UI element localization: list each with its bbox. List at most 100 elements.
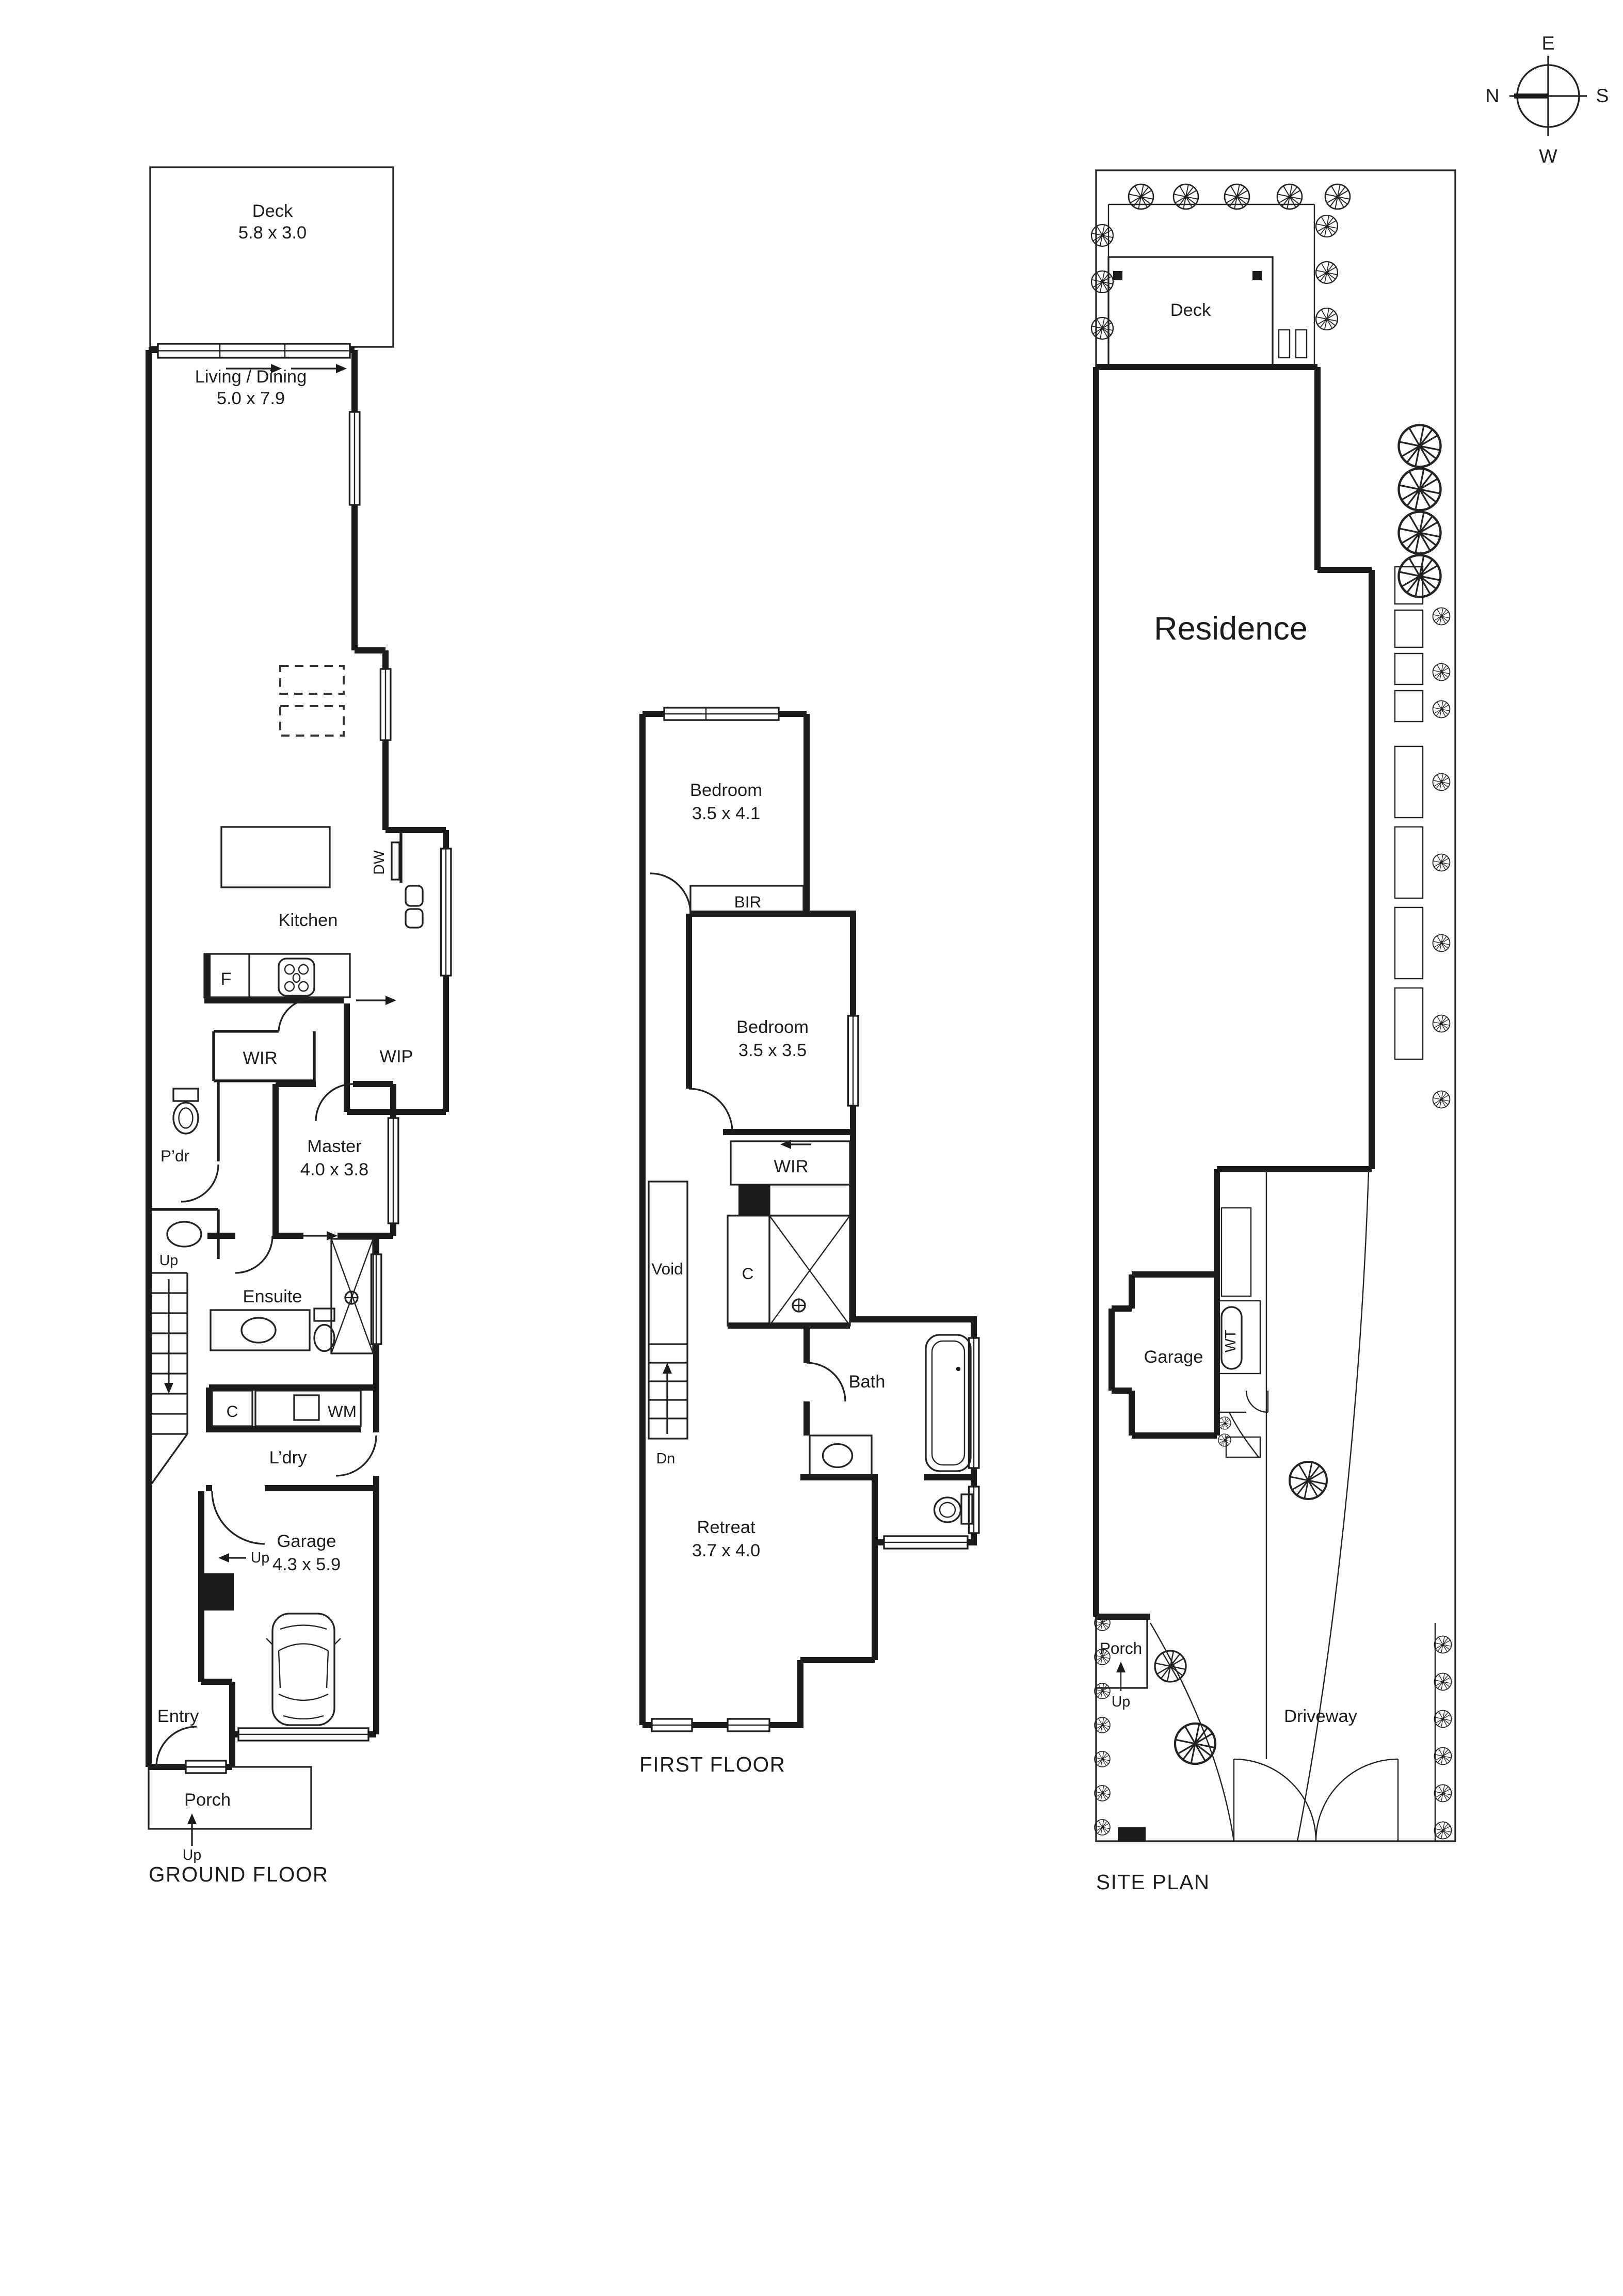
ground-garage-up-label: Up bbox=[251, 1550, 269, 1566]
first-windows bbox=[651, 707, 980, 1732]
basin-icon bbox=[822, 1443, 854, 1469]
ground-fridge-label: F bbox=[220, 969, 231, 989]
site-porch-up-label: Up bbox=[1112, 1694, 1130, 1710]
hall-arrow bbox=[780, 1139, 811, 1149]
ground-floor-title: GROUND FLOOR bbox=[149, 1862, 329, 1886]
ground-ensuite: Ensuite bbox=[210, 1235, 374, 1354]
tree-icon bbox=[1399, 512, 1440, 553]
first-c-label: C bbox=[742, 1264, 754, 1283]
ground-living-dim: 5.0 x 7.9 bbox=[217, 389, 285, 408]
site-boundary bbox=[1095, 169, 1456, 1842]
bedroom2-door bbox=[688, 1088, 733, 1132]
tree-icon bbox=[1432, 663, 1451, 681]
first-floor-plan: Bedroom 3.5 x 4.1 BIR Bedroom 3.5 x 3.5 … bbox=[639, 707, 980, 1776]
master-to-ensuite-arrow bbox=[300, 1231, 338, 1240]
bath-door bbox=[806, 1362, 846, 1401]
ground-ldry-label: L’dry bbox=[269, 1448, 308, 1468]
tree-icon bbox=[1432, 1014, 1451, 1033]
tree-icon bbox=[1315, 261, 1339, 284]
ground-dw-label: DW bbox=[371, 850, 388, 875]
compass-west: W bbox=[1539, 145, 1557, 167]
first-bedroom2-label: Bedroom bbox=[736, 1017, 809, 1037]
ground-deck-dim: 5.8 x 3.0 bbox=[238, 223, 307, 243]
kitchen-bench bbox=[203, 953, 351, 998]
bathtub-icon bbox=[925, 1334, 972, 1472]
ground-floor-plan: Deck 5.8 x 3.0 bbox=[145, 166, 452, 1886]
first-bath: Bath bbox=[806, 1334, 973, 1525]
ground-deck-slider bbox=[157, 343, 351, 373]
toilet-icon bbox=[933, 1496, 962, 1523]
dashed-furniture-2 bbox=[279, 705, 345, 737]
first-retreat-dim: 3.7 x 4.0 bbox=[692, 1541, 760, 1560]
dishwasher bbox=[391, 841, 400, 881]
flue-pier bbox=[738, 1184, 769, 1216]
tree-icon bbox=[1434, 1710, 1452, 1728]
first-bir-label: BIR bbox=[734, 892, 761, 911]
first-walls bbox=[639, 710, 977, 1728]
tree-icon bbox=[1399, 425, 1440, 467]
tree-icon bbox=[1432, 853, 1451, 872]
tree-icon bbox=[1399, 468, 1440, 510]
site-plan: Deck Residence Garage WT bbox=[1090, 169, 1456, 1894]
basin-icon bbox=[240, 1317, 277, 1344]
first-shower-icon bbox=[768, 1215, 851, 1327]
ground-stairs: Up bbox=[151, 1252, 188, 1484]
sink-bowl-2 bbox=[405, 908, 424, 929]
tree-icon bbox=[1432, 700, 1451, 719]
ground-living-label: Living / Dining bbox=[195, 367, 307, 387]
tree-icon bbox=[1399, 555, 1440, 597]
ground-c-label: C bbox=[227, 1402, 238, 1421]
site-driveway-label: Driveway bbox=[1284, 1707, 1358, 1726]
site-fences bbox=[1107, 203, 1436, 1841]
compass-south: S bbox=[1596, 85, 1609, 106]
site-deck-label: Deck bbox=[1170, 300, 1211, 320]
basin-icon bbox=[166, 1221, 202, 1248]
toilet-icon bbox=[172, 1102, 199, 1135]
tree-icon bbox=[1218, 1433, 1231, 1447]
tree-icon bbox=[1434, 1672, 1452, 1691]
ground-pdr: P’dr bbox=[151, 1080, 220, 1259]
tree-icon bbox=[1432, 934, 1451, 952]
ground-wir: WIR bbox=[212, 998, 316, 1082]
first-wir-label: WIR bbox=[774, 1157, 808, 1176]
toilet-icon bbox=[313, 1324, 335, 1352]
ground-wir-label: WIR bbox=[243, 1048, 277, 1068]
first-bedroom1-label: Bedroom bbox=[690, 780, 762, 800]
robe-band bbox=[768, 1184, 851, 1217]
driveway-gates bbox=[1233, 1758, 1398, 1841]
compass-rose: E S W N bbox=[1485, 32, 1609, 167]
tree-icon bbox=[1432, 1090, 1451, 1109]
tree-icon bbox=[1434, 1821, 1452, 1840]
first-floor-title: FIRST FLOOR bbox=[639, 1752, 785, 1776]
site-residence-label: Residence bbox=[1154, 611, 1308, 647]
tree-icon bbox=[1090, 316, 1114, 340]
tree-icon bbox=[1090, 270, 1114, 294]
dashed-furniture-1 bbox=[279, 665, 345, 695]
cooktop-icon bbox=[278, 958, 315, 997]
site-residence-walls bbox=[1092, 363, 1375, 1620]
laundry-trough bbox=[293, 1394, 320, 1421]
garage-pier bbox=[202, 1573, 234, 1611]
tree-icon bbox=[1090, 224, 1114, 247]
car-icon bbox=[266, 1613, 341, 1726]
ground-wip-label: WIP bbox=[379, 1047, 413, 1066]
ground-deck-label: Deck bbox=[252, 201, 293, 221]
tree-icon bbox=[1276, 183, 1303, 210]
tree-icon bbox=[1175, 1724, 1215, 1764]
island-bench bbox=[220, 826, 331, 888]
first-retreat-label: Retreat bbox=[697, 1518, 756, 1537]
site-wt-label: WT bbox=[1223, 1330, 1239, 1352]
site-planters bbox=[1220, 329, 1424, 1458]
ground-master-label: Master bbox=[307, 1137, 361, 1156]
ground-deck-outline bbox=[149, 166, 394, 348]
tree-icon bbox=[1434, 1747, 1452, 1765]
tree-icon bbox=[1434, 1635, 1452, 1654]
ground-master-dim: 4.0 x 3.8 bbox=[300, 1160, 368, 1179]
ground-porch-outline bbox=[148, 1766, 312, 1830]
ground-stairs-up-label: Up bbox=[159, 1252, 178, 1269]
tree-icon bbox=[1288, 1460, 1328, 1500]
ground-laundry: C WM L’dry bbox=[211, 1390, 377, 1477]
ground-windows bbox=[185, 411, 452, 1774]
ground-pdr-label: P’dr bbox=[160, 1146, 189, 1165]
